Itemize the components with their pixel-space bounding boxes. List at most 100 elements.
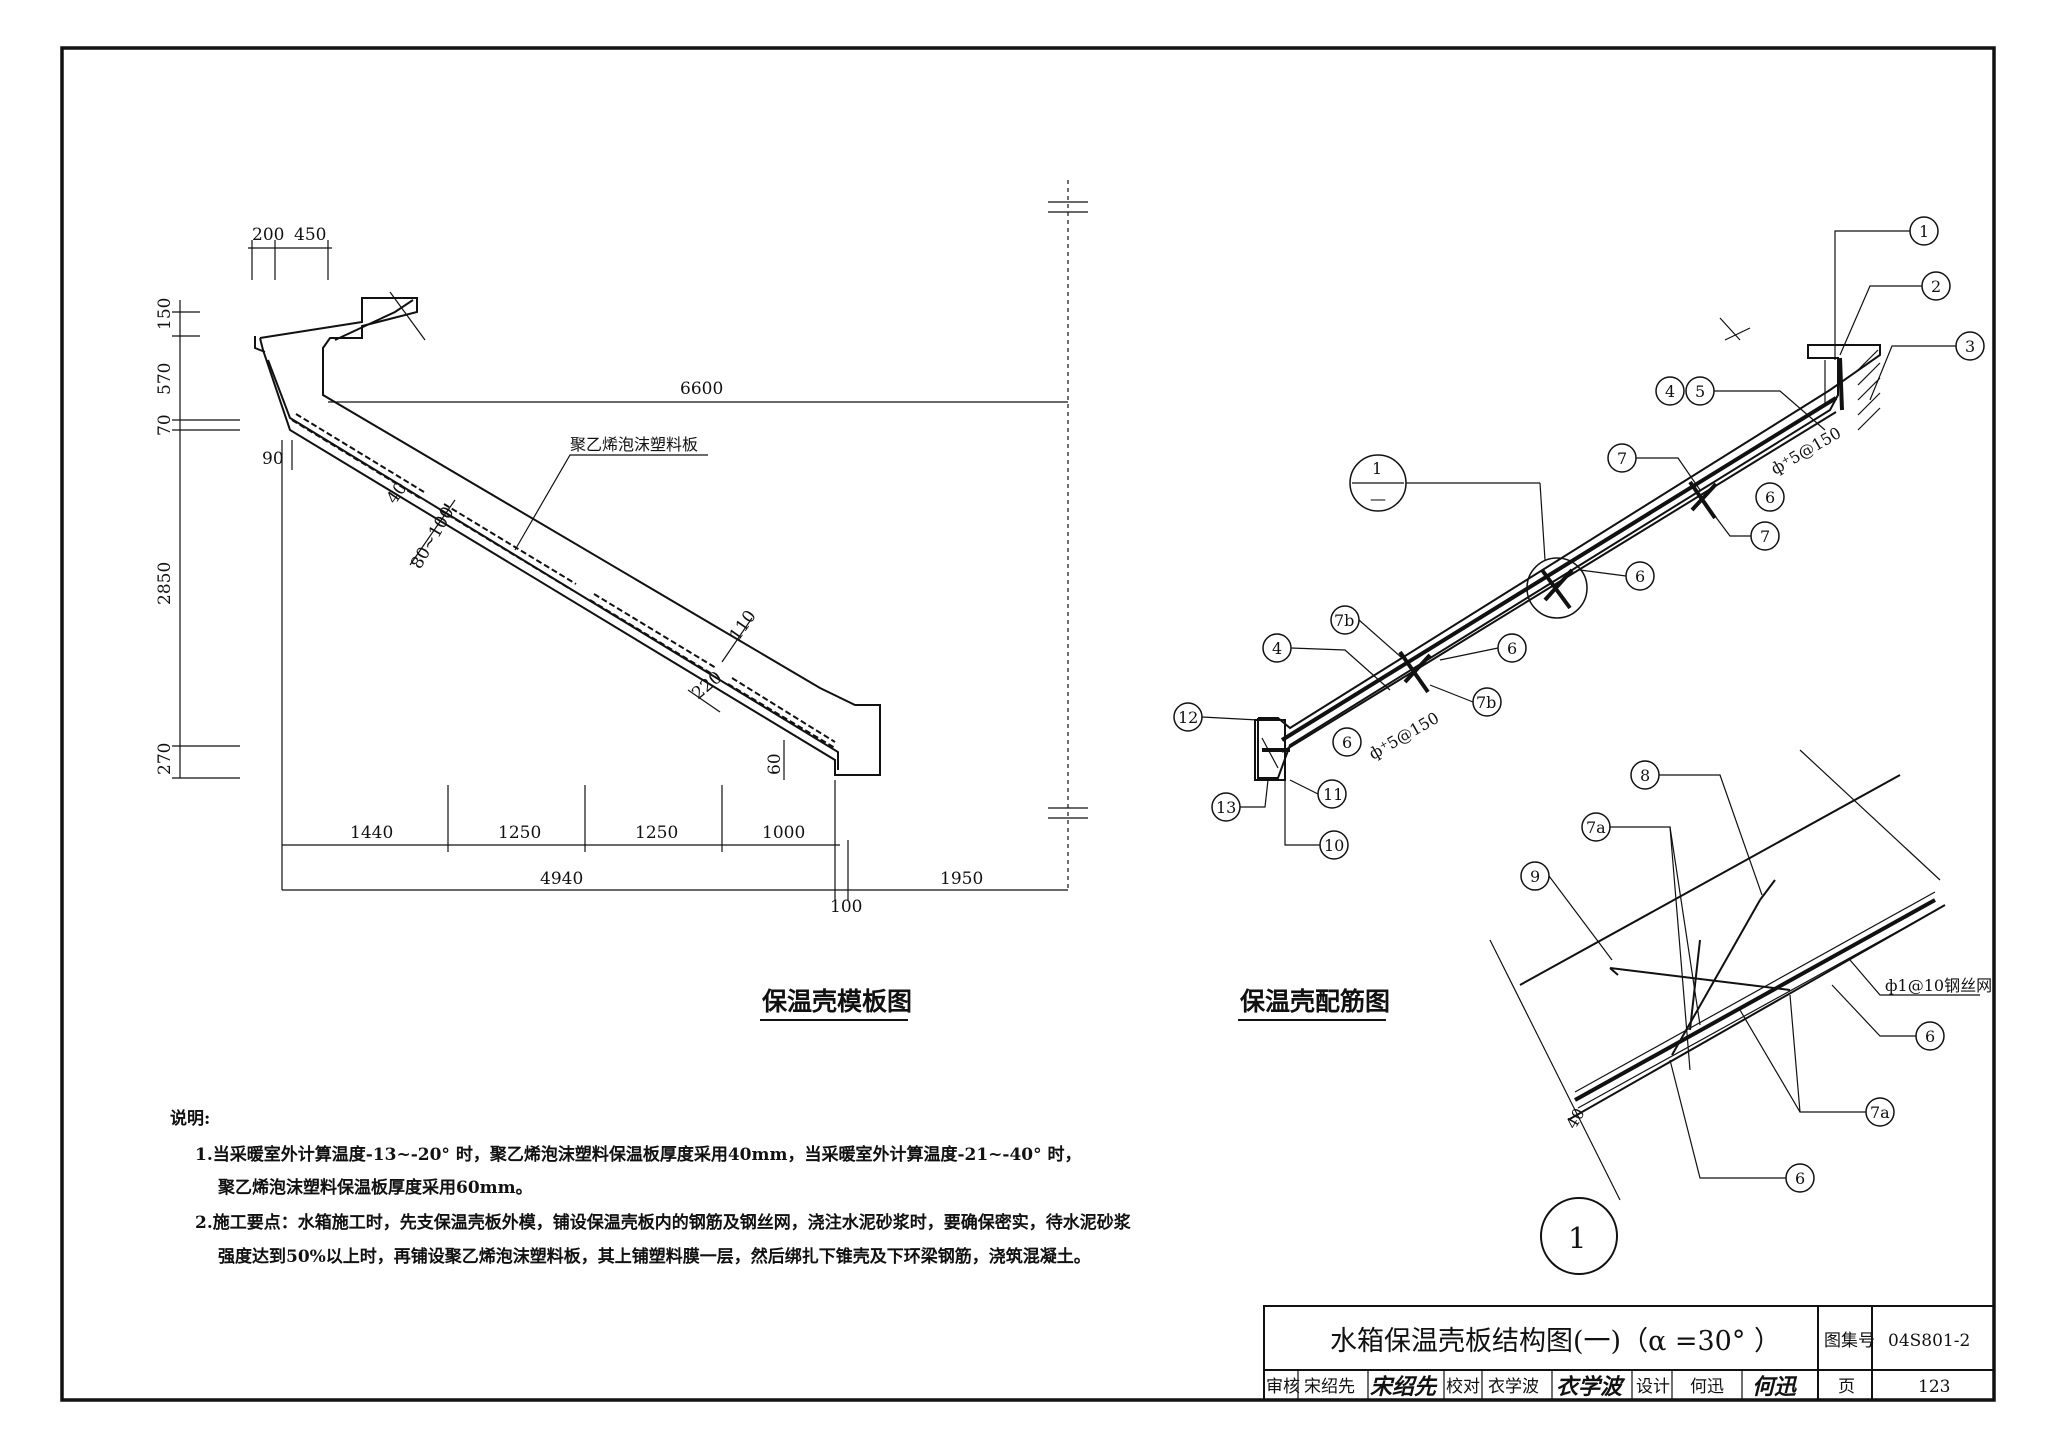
callout-6b: 6	[1579, 561, 1655, 591]
formwork-drawing: 聚乙烯泡沫塑料板 200 450 150 570 70 2850 270 90 …	[155, 180, 1088, 1021]
rebar-title: 保温壳配筋图	[1239, 987, 1390, 1016]
dim-1950: 1950	[940, 869, 983, 889]
rebar-label-lower: ф⁺5@150	[1366, 708, 1443, 763]
dim-4940: 4940	[540, 869, 583, 889]
reviewer-signature: 宋绍先	[1370, 1374, 1438, 1400]
dim-450: 450	[294, 225, 326, 245]
insulation-bands	[291, 413, 836, 749]
detail-marker-number: 1	[1568, 1221, 1586, 1255]
check-label: 校对	[1446, 1377, 1480, 1397]
callout-4b: 4	[1262, 633, 1391, 691]
reviewer-name: 宋绍先	[1304, 1377, 1355, 1397]
callout-13: 13	[1211, 779, 1269, 822]
svg-text:7: 7	[1617, 449, 1627, 468]
detail-circle	[1526, 557, 1588, 619]
mesh-label: ф1@10钢丝网	[1885, 976, 1992, 995]
dim-6600: 6600	[680, 379, 723, 399]
callout-6a: 6	[1755, 482, 1785, 512]
callout-2: 2	[1839, 271, 1951, 356]
material-label: 聚乙烯泡沫塑料板	[570, 435, 698, 454]
top-beam-left	[254, 336, 266, 353]
svg-text:6: 6	[1507, 639, 1517, 658]
drawing-title: 水箱保温壳板结构图(一)（α =30° ）	[1330, 1326, 1781, 1357]
detail-1: 8 7a 9 6 7a 6 ф1@10钢丝网 40 1	[1489, 749, 1992, 1275]
callout-7a: 7	[1607, 443, 1701, 491]
svg-text:—: —	[1370, 489, 1386, 508]
page-number: 123	[1918, 1377, 1950, 1397]
svg-text:8: 8	[1640, 766, 1650, 785]
svg-text:4: 4	[1272, 639, 1282, 658]
svg-text:6: 6	[1795, 1169, 1805, 1188]
rebar-main-upper	[1280, 396, 1838, 742]
checker-name: 衣学波	[1488, 1377, 1539, 1397]
reinforcement-drawing: 1 — 1 2 3 4 5 7 6 7 6 7b 4 6 7b 12 6 11 …	[1173, 216, 1985, 1021]
wall-hatch	[1857, 349, 1881, 431]
callout-4a: 4	[1655, 376, 1685, 406]
dim-1250b: 1250	[635, 823, 678, 843]
svg-text:12: 12	[1178, 708, 1198, 727]
dim-2850: 2850	[155, 562, 175, 605]
notes-heading: 说明:	[170, 1108, 210, 1129]
callout-7b: 7	[1711, 511, 1780, 551]
atlas-label: 图集号	[1824, 1331, 1875, 1351]
svg-text:6: 6	[1765, 488, 1775, 507]
sheet-border	[60, 46, 1996, 1402]
callout-6c: 6	[1439, 633, 1527, 663]
detail-callout-8: 8	[1630, 760, 1763, 896]
dim-1250a: 1250	[498, 823, 541, 843]
dim-100: 100	[830, 897, 862, 917]
callout-12: 12	[1173, 702, 1259, 732]
svg-text:6: 6	[1925, 1027, 1935, 1046]
svg-text:3: 3	[1965, 337, 1975, 356]
shell-outline-outer	[259, 297, 881, 776]
detail-callout-9: 9	[1520, 861, 1613, 961]
shell-inner	[267, 359, 839, 770]
dim-570: 570	[155, 363, 175, 395]
dim-90: 90	[262, 449, 284, 469]
svg-text:6: 6	[1342, 733, 1352, 752]
notes-line-2: 聚乙烯泡沫塑料保温板厚度采用60mm。	[217, 1177, 533, 1198]
notes-line-4: 强度达到50%以上时，再铺设聚乙烯泡沫塑料板，其上铺塑料膜一层，然后绑扎下锥壳及…	[218, 1246, 1091, 1267]
svg-text:4: 4	[1665, 382, 1675, 401]
detail-marker	[1540, 1197, 1618, 1275]
page-label: 页	[1838, 1377, 1855, 1397]
dim-200: 200	[252, 225, 284, 245]
svg-text:7a: 7a	[1870, 1103, 1890, 1122]
rebar-crossings	[1398, 480, 1718, 694]
material-leader	[514, 454, 708, 551]
design-label: 设计	[1636, 1377, 1670, 1397]
dim-60: 60	[765, 753, 785, 775]
break-line-top	[389, 291, 426, 341]
callout-5: 5	[1685, 376, 1826, 431]
dim-70: 70	[155, 414, 175, 436]
atlas-number: 04S801-2	[1888, 1331, 1970, 1351]
svg-text:7b: 7b	[1476, 693, 1496, 712]
svg-text:2: 2	[1931, 277, 1941, 296]
svg-text:11: 11	[1323, 785, 1343, 804]
svg-text:5: 5	[1695, 382, 1705, 401]
detail-ref-callout: 1 —	[1349, 454, 1546, 561]
callout-3: 3	[1869, 331, 1985, 401]
dim-40: 40	[383, 479, 412, 508]
callout-1: 1	[1834, 216, 1939, 360]
callout-10: 10	[1284, 780, 1349, 860]
callout-7b-2: 7b	[1429, 684, 1502, 717]
dim-110: 110	[726, 607, 761, 645]
notes-line-3: 2.施工要点：水箱施工时，先支保温壳板外模，铺设保温壳板内的钢筋及钢丝网，浇注水…	[195, 1212, 1132, 1233]
dim-1440: 1440	[350, 823, 393, 843]
svg-text:6: 6	[1635, 567, 1645, 586]
notes: 说明: 1.当采暖室外计算温度-13~-20° 时，聚乙烯泡沫塑料保温板厚度采用…	[170, 1108, 1132, 1267]
detail-callout-6b: 6	[1669, 1059, 1815, 1193]
svg-text:1: 1	[1919, 222, 1929, 241]
detail-dim-40: 40	[1562, 1105, 1589, 1132]
svg-text:7a: 7a	[1586, 818, 1606, 837]
svg-text:7b: 7b	[1334, 611, 1354, 630]
svg-text:9: 9	[1530, 867, 1540, 886]
detail-callout-7a-1: 7a	[1581, 812, 1701, 1071]
top-beam-slope	[334, 299, 414, 341]
dim-220: 220	[688, 668, 726, 704]
detail-callout-6a: 6	[1831, 984, 1945, 1051]
detail-callout-7a-2: 7a	[1739, 994, 1895, 1127]
dim-270: 270	[155, 743, 175, 775]
